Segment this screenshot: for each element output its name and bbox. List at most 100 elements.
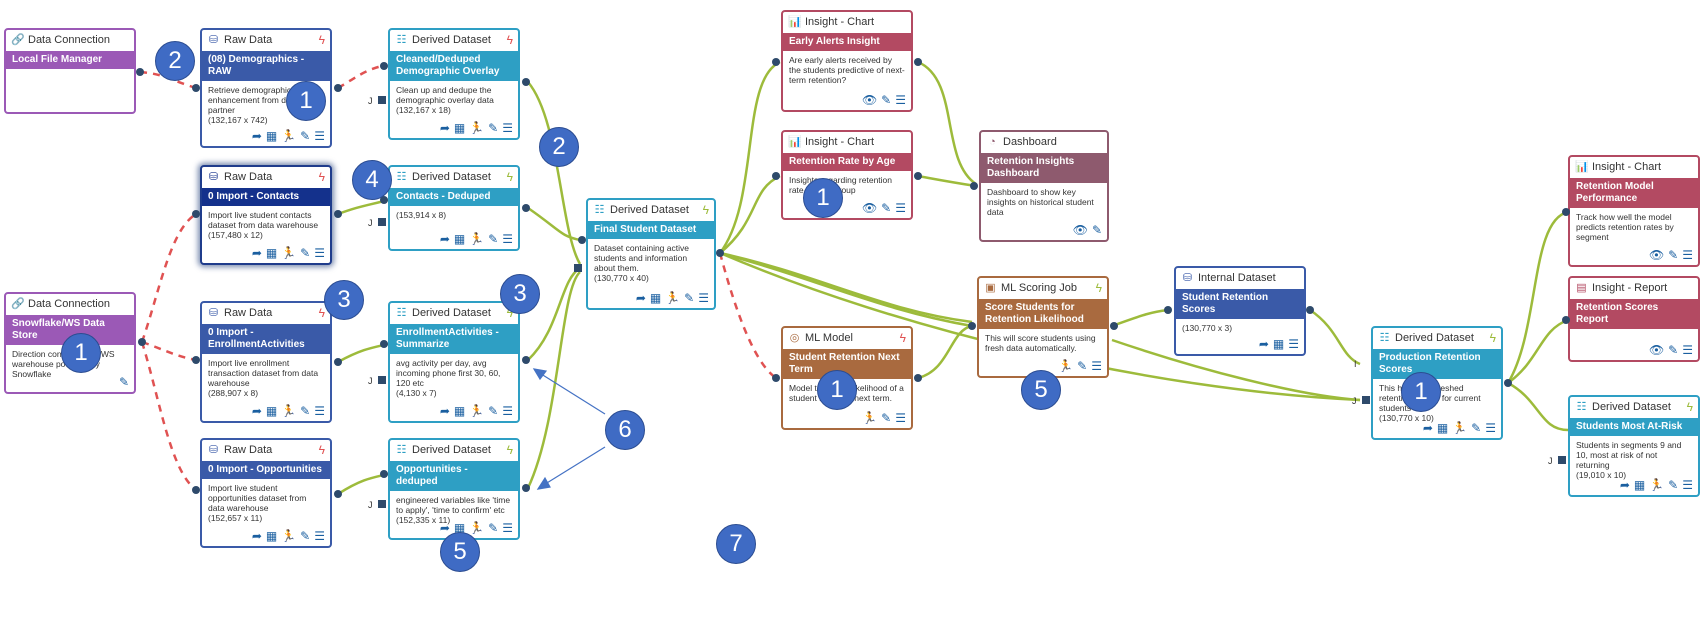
node-insight-early-alerts[interactable]: 📊Insight - Chart Early Alerts Insight Ar… [781,10,913,112]
edit-icon[interactable]: ✎ [881,411,892,425]
port-in[interactable] [192,84,200,92]
table-icon[interactable]: ▦ [649,291,662,305]
edit-icon[interactable]: ✎ [881,93,892,107]
port-in[interactable] [772,172,780,180]
menu-icon[interactable]: ☰ [314,129,325,143]
join-port[interactable] [1362,396,1370,404]
port-out[interactable] [1504,379,1512,387]
table-icon[interactable]: ▦ [265,129,278,143]
table-icon[interactable]: ▦ [1436,421,1449,435]
run-icon[interactable]: 🏃 [1058,359,1074,373]
edit-icon[interactable]: ✎ [1471,421,1482,435]
menu-icon[interactable]: ☰ [895,411,906,425]
table-icon[interactable]: ▦ [265,404,278,418]
node-insight-model-performance[interactable]: 📊Insight - Chart Retention Model Perform… [1568,155,1700,267]
join-port[interactable] [574,264,582,272]
share-icon[interactable]: ➦ [1258,337,1269,351]
port-out[interactable] [522,484,530,492]
port-out[interactable] [522,204,530,212]
edit-icon[interactable]: ✎ [1668,248,1679,262]
menu-icon[interactable]: ☰ [502,121,513,135]
share-icon[interactable]: ➦ [439,121,450,135]
run-icon[interactable]: 🏃 [469,121,485,135]
table-icon[interactable]: ▦ [265,246,278,260]
share-icon[interactable]: ➦ [439,521,450,535]
share-icon[interactable]: ➦ [251,529,262,543]
join-port[interactable] [378,218,386,226]
menu-icon[interactable]: ☰ [1091,359,1102,373]
edit-icon[interactable]: ✎ [488,121,499,135]
menu-icon[interactable]: ☰ [1682,343,1693,357]
node-internal-dataset[interactable]: ⛁Internal Dataset Student Retention Scor… [1174,266,1306,356]
port-out[interactable] [1306,306,1314,314]
share-icon[interactable]: ➦ [439,404,450,418]
node-insight-retention-age[interactable]: 📊Insight - Chart Retention Rate by Age I… [781,130,913,220]
port-in[interactable] [772,374,780,382]
menu-icon[interactable]: ☰ [1682,478,1693,492]
join-port[interactable] [378,500,386,508]
port-in[interactable] [578,236,586,244]
edit-icon[interactable]: ✎ [118,375,129,389]
edit-icon[interactable]: ✎ [1077,359,1088,373]
port-in[interactable] [1562,208,1570,216]
menu-icon[interactable]: ☰ [1682,248,1693,262]
port-in[interactable] [192,486,200,494]
run-icon[interactable]: 🏃 [281,129,297,143]
port-out[interactable] [334,490,342,498]
edit-icon[interactable]: ✎ [300,529,311,543]
edit-icon[interactable]: ✎ [300,404,311,418]
share-icon[interactable]: ➦ [1619,478,1630,492]
share-icon[interactable]: ➦ [1422,421,1433,435]
port-in[interactable] [380,340,388,348]
port-out[interactable] [716,249,724,257]
share-icon[interactable]: ➦ [251,404,262,418]
run-icon[interactable]: 🏃 [1649,478,1665,492]
menu-icon[interactable]: ☰ [895,201,906,215]
port-out[interactable] [914,374,922,382]
table-icon[interactable]: ▦ [453,521,466,535]
port-out[interactable] [522,356,530,364]
port-out[interactable] [914,172,922,180]
menu-icon[interactable]: ☰ [698,291,709,305]
share-icon[interactable]: ➦ [635,291,646,305]
edit-icon[interactable]: ✎ [488,404,499,418]
menu-icon[interactable]: ☰ [895,93,906,107]
port-out[interactable] [914,58,922,66]
share-icon[interactable]: ➦ [251,246,262,260]
port-out[interactable] [522,78,530,86]
table-icon[interactable]: ▦ [1272,337,1285,351]
port-in[interactable] [380,62,388,70]
port-in[interactable] [380,470,388,478]
edit-icon[interactable]: ✎ [881,201,892,215]
run-icon[interactable]: 🏃 [281,246,297,260]
edit-icon[interactable]: ✎ [684,291,695,305]
share-icon[interactable]: ➦ [439,232,450,246]
edit-icon[interactable]: ✎ [1668,478,1679,492]
edit-icon[interactable]: ✎ [1091,223,1102,237]
join-port[interactable] [1558,456,1566,464]
run-icon[interactable]: 🏃 [469,521,485,535]
menu-icon[interactable]: ☰ [502,232,513,246]
join-port[interactable] [378,376,386,384]
run-icon[interactable]: 🏃 [862,411,878,425]
run-icon[interactable]: 🏃 [281,404,297,418]
binoculars-icon[interactable]: 👁 [1072,223,1088,237]
node-dc-local[interactable]: 🔗Data Connection Local File Manager [4,28,136,114]
port-out[interactable] [334,358,342,366]
run-icon[interactable]: 🏃 [665,291,681,305]
run-icon[interactable]: 🏃 [469,404,485,418]
port-in[interactable] [1164,306,1172,314]
menu-icon[interactable]: ☰ [502,404,513,418]
port-out[interactable] [334,84,342,92]
table-icon[interactable]: ▦ [453,121,466,135]
binoculars-icon[interactable]: 👁 [1648,248,1665,262]
